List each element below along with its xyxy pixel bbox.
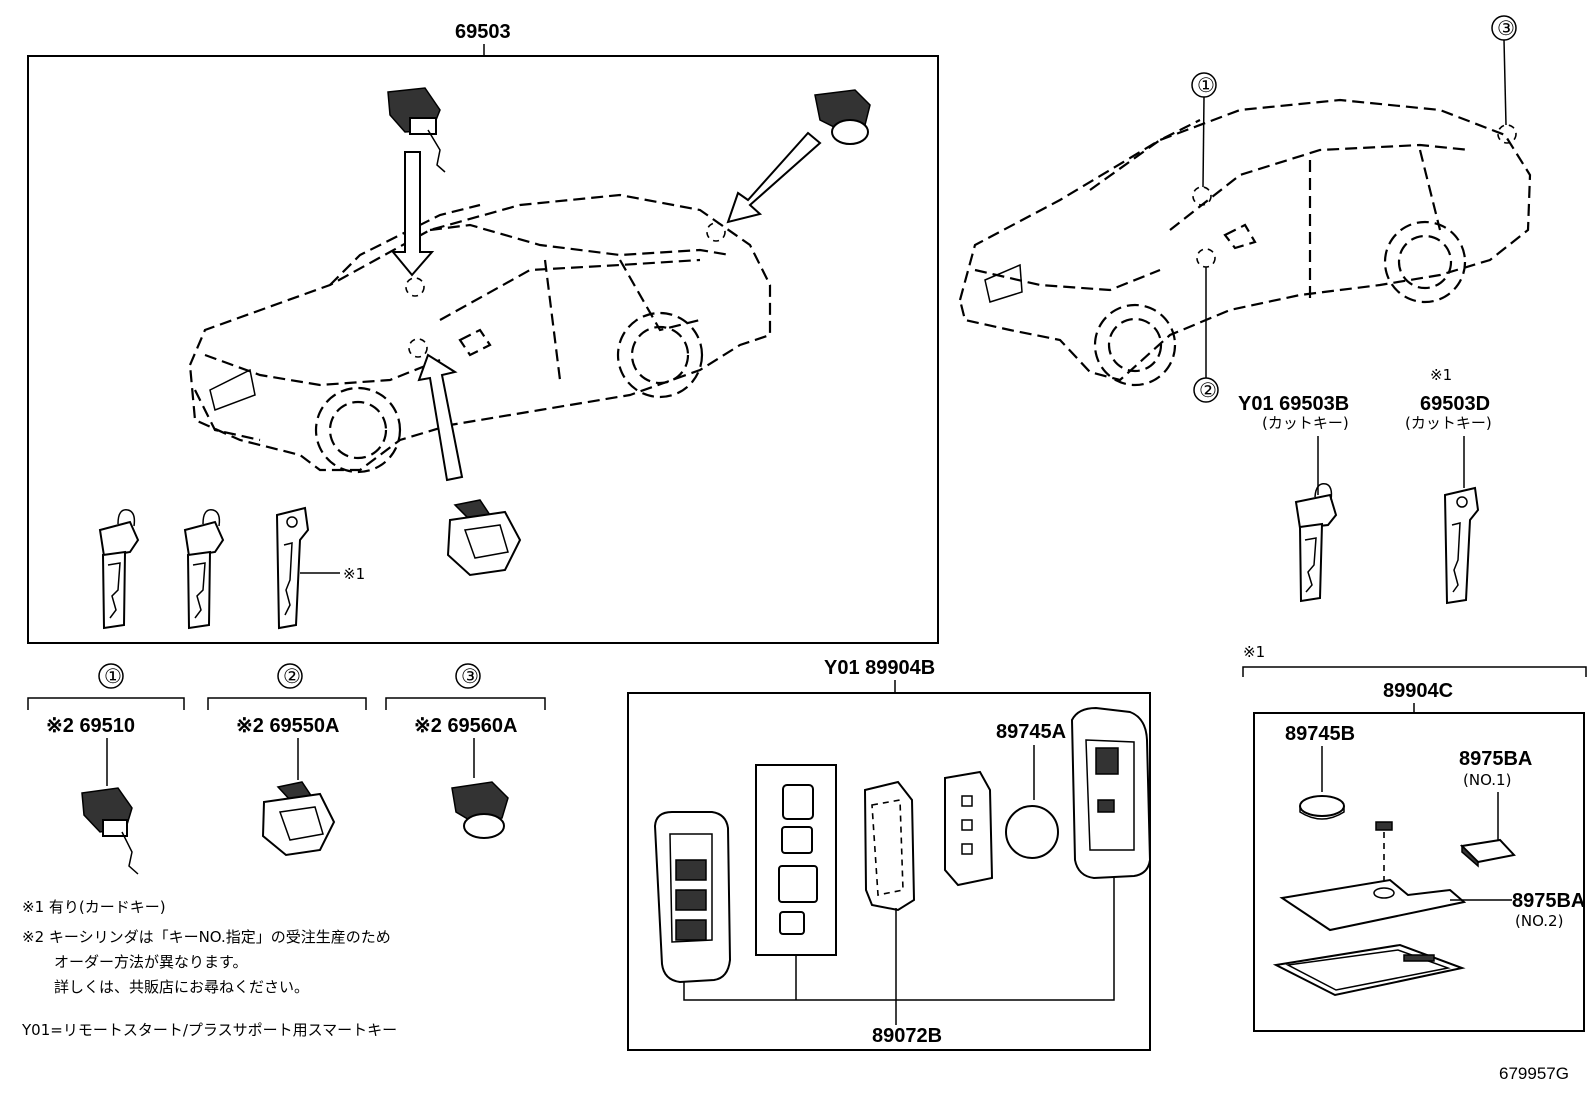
callout-3-top: ③ — [1497, 18, 1515, 40]
arrow-to-trunk — [726, 131, 822, 224]
note-line-3: オーダー方法が異なります。 — [54, 953, 248, 971]
label-69503d-sub: (カットキー) — [1405, 414, 1492, 432]
chip-small — [1375, 821, 1393, 885]
card-part-8975ba-no1 — [1459, 838, 1516, 868]
label-69503: 69503 — [455, 21, 511, 43]
ignition-cylinder-part — [387, 87, 446, 173]
label-8975ba-no1: 8975BA — [1459, 748, 1532, 770]
arrow-to-door — [417, 353, 464, 482]
car-illustration-main — [188, 193, 772, 474]
arrow-to-ignition — [390, 151, 435, 277]
circuit-board-89072b — [863, 780, 916, 912]
label-8975ba-no2-sub: (NO.2) — [1515, 912, 1563, 930]
label-89745b: 89745B — [1285, 723, 1355, 745]
trunk-cylinder-part — [814, 89, 871, 145]
label-8975ba-no2: 8975BA — [1512, 890, 1585, 912]
callout-3-bottom: ③ — [461, 666, 479, 688]
note-line-2: ※2 キーシリンダは「キーNO.指定」の受注生産のため — [22, 928, 391, 946]
door-cylinder-69550a — [261, 781, 336, 857]
door-cylinder-part — [446, 499, 522, 577]
note-line-1: ※1 有り(カードキー) — [22, 898, 166, 916]
smart-key-housing-back — [1070, 706, 1152, 880]
smart-key-buttons — [778, 784, 818, 935]
label-69503d: 69503D — [1420, 393, 1490, 415]
note-line-5: Y01=リモートスタート/プラスサポート用スマートキー — [21, 1021, 397, 1039]
label-y01-69503b: Y01 69503B — [1238, 393, 1349, 415]
cut-key-69503d — [1443, 486, 1480, 605]
car-illustration-right — [958, 98, 1532, 387]
key-1 — [98, 509, 140, 630]
assembly-box-89904b — [627, 692, 1151, 1051]
note-line-4: 詳しくは、共販店にお尋ねください。 — [54, 978, 309, 996]
label-y01-89904b: Y01 89904B — [824, 657, 935, 679]
callout-2-top: ② — [1199, 380, 1217, 402]
card-part-8975ba-no2 — [1279, 878, 1467, 932]
key-note-mark-1: ※1 — [343, 565, 365, 583]
label-8975ba-no1-sub: (NO.1) — [1463, 771, 1511, 789]
callout-1-bottom: ① — [104, 666, 122, 688]
label-69503b-sub: (カットキー) — [1262, 414, 1349, 432]
ignition-cylinder-69510 — [81, 787, 139, 875]
cut-key-69503b — [1294, 483, 1338, 603]
smart-key-housing-front — [653, 811, 732, 984]
figure-number: 679957G — [1499, 1064, 1569, 1083]
callout-2-bottom: ② — [283, 666, 301, 688]
label-89745a: 89745A — [996, 721, 1066, 743]
card-key-case — [1272, 943, 1466, 997]
smart-key-inner-case — [944, 770, 994, 887]
label-69560a: ※2 69560A — [414, 715, 518, 737]
assembly-box-69503 — [27, 55, 939, 644]
label-69550a: ※2 69550A — [236, 715, 340, 737]
label-69510: ※2 69510 — [46, 715, 135, 737]
assembly-box-89904c — [1253, 712, 1585, 1032]
trunk-cylinder-69560a — [451, 781, 509, 839]
card-key-blade — [275, 506, 340, 630]
battery-89745b — [1299, 795, 1345, 820]
label-89072b: 89072B — [872, 1025, 942, 1047]
callout-1-top: ① — [1197, 75, 1215, 97]
label-89904c: 89904C — [1383, 680, 1453, 702]
key-2 — [183, 509, 225, 630]
label-89904c-note: ※1 — [1243, 643, 1265, 661]
battery-89745a — [1005, 805, 1059, 859]
label-69503d-note: ※1 — [1430, 366, 1452, 384]
